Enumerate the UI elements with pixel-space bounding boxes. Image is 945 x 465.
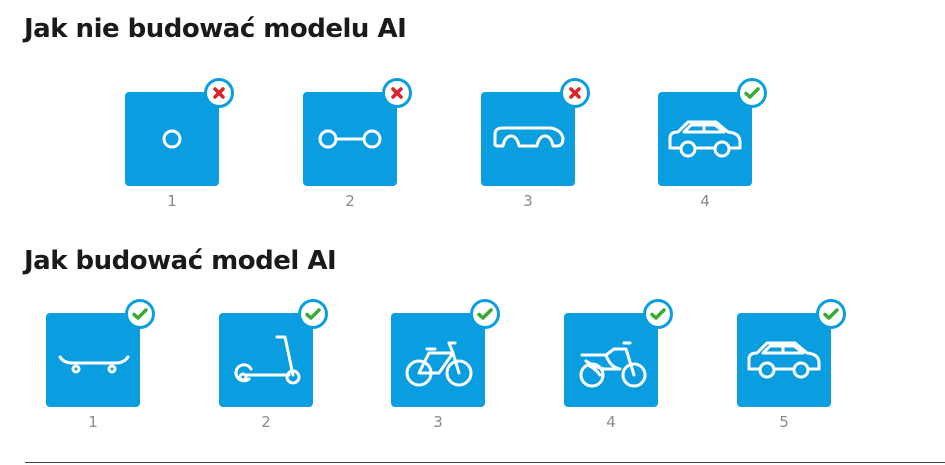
step-number: 2 [261,413,271,431]
tile-bicycle: 3 [391,299,500,431]
cross-icon [204,78,234,108]
check-icon [125,299,155,329]
check-icon [737,78,767,108]
tile-skateboard: 1 [46,299,155,431]
tile-scooter: 2 [219,299,328,431]
divider [25,462,945,463]
check-icon [816,299,846,329]
car-body-icon [493,126,565,148]
check-icon [298,299,328,329]
tile-axle: 2 [303,78,412,210]
bicycle-icon [405,341,473,387]
car-icon [747,341,821,379]
tile-car: 5 [737,299,846,431]
tile-motorcycle: 4 [564,299,673,431]
car-icon [668,120,742,158]
cross-icon [382,78,412,108]
step-number: 2 [345,192,355,210]
step-number: 1 [167,192,177,210]
skateboard-icon [58,355,130,374]
step-number: 3 [433,413,443,431]
step-number: 3 [523,192,533,210]
cross-icon [560,78,590,108]
step-number: 4 [700,192,710,210]
step-number: 5 [779,413,789,431]
section-title-wrong: Jak nie budować modelu AI [24,14,407,44]
step-number: 1 [88,413,98,431]
tile-wheel: 1 [125,78,234,210]
section-title-right: Jak budować model AI [24,246,337,276]
axle-icon [318,129,382,149]
scooter-icon [234,335,301,385]
step-number: 4 [606,413,616,431]
wheel-icon [162,129,182,149]
check-icon [470,299,500,329]
tile-car: 4 [658,78,767,210]
tile-car-body: 3 [481,78,590,210]
motorcycle-icon [579,341,647,388]
check-icon [643,299,673,329]
